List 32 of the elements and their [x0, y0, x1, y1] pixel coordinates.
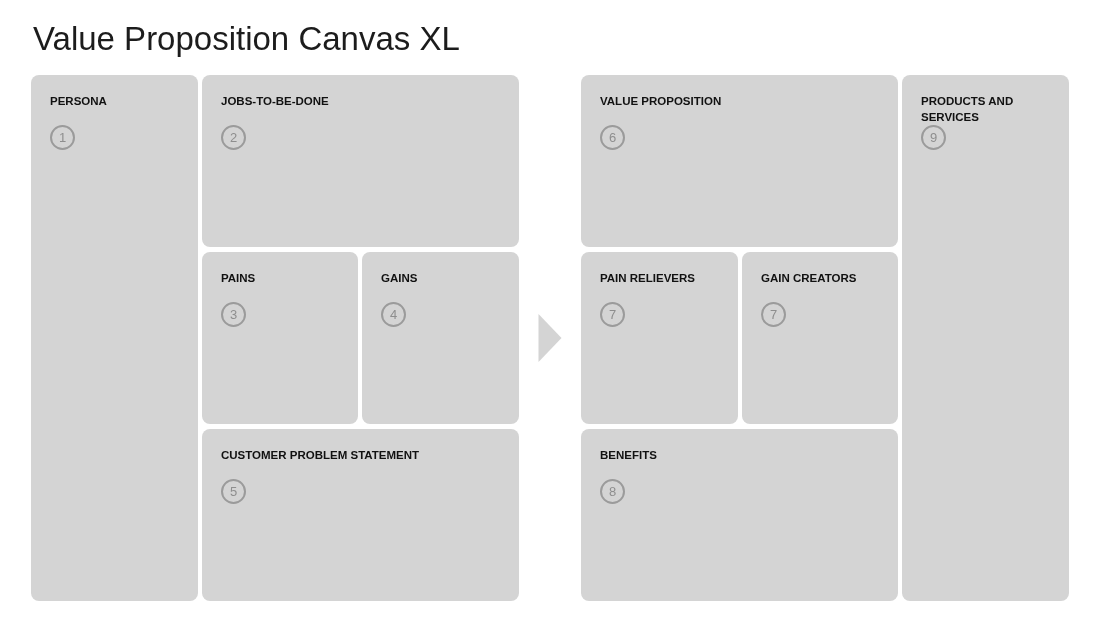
canvas-section [902, 75, 1069, 601]
canvas-section [742, 252, 898, 424]
section-heading: GAIN CREATORS [761, 271, 858, 286]
canvas-section [31, 75, 198, 601]
circled-number: 7 [761, 302, 786, 327]
circled-number: 3 [221, 302, 246, 327]
arrow [538, 314, 562, 362]
circled-number: 4 [381, 302, 406, 327]
canvas-section [202, 75, 519, 247]
canvas-section [581, 252, 738, 424]
circled-number: 8 [600, 479, 625, 504]
canvas-section [581, 75, 898, 247]
circled-number: 2 [221, 125, 246, 150]
circled-number: 6 [600, 125, 625, 150]
section-heading: CUSTOMER PROBLEM STATEMENT [221, 448, 421, 463]
canvas-section [581, 429, 898, 601]
section-heading: PAIN RELIEVERS [600, 271, 696, 286]
section-heading: PAINS [221, 271, 257, 286]
canvas-section [362, 252, 519, 424]
circled-number: 1 [50, 125, 75, 150]
section-heading: BENEFITS [600, 448, 658, 463]
section-heading: PRODUCTS AND SERVICES [921, 94, 1015, 125]
section-heading: JOBS-TO-BE-DONE [221, 94, 330, 109]
section-heading: GAINS [381, 271, 419, 286]
section-heading: VALUE PROPOSITION [600, 94, 723, 109]
circled-number: 5 [221, 479, 246, 504]
circled-number: 7 [600, 302, 625, 327]
canvas-section [202, 429, 519, 601]
diagram-title: Value Proposition Canvas XL [33, 19, 460, 59]
circled-number: 9 [921, 125, 946, 150]
canvas-section [202, 252, 358, 424]
section-heading: PERSONA [50, 94, 108, 109]
